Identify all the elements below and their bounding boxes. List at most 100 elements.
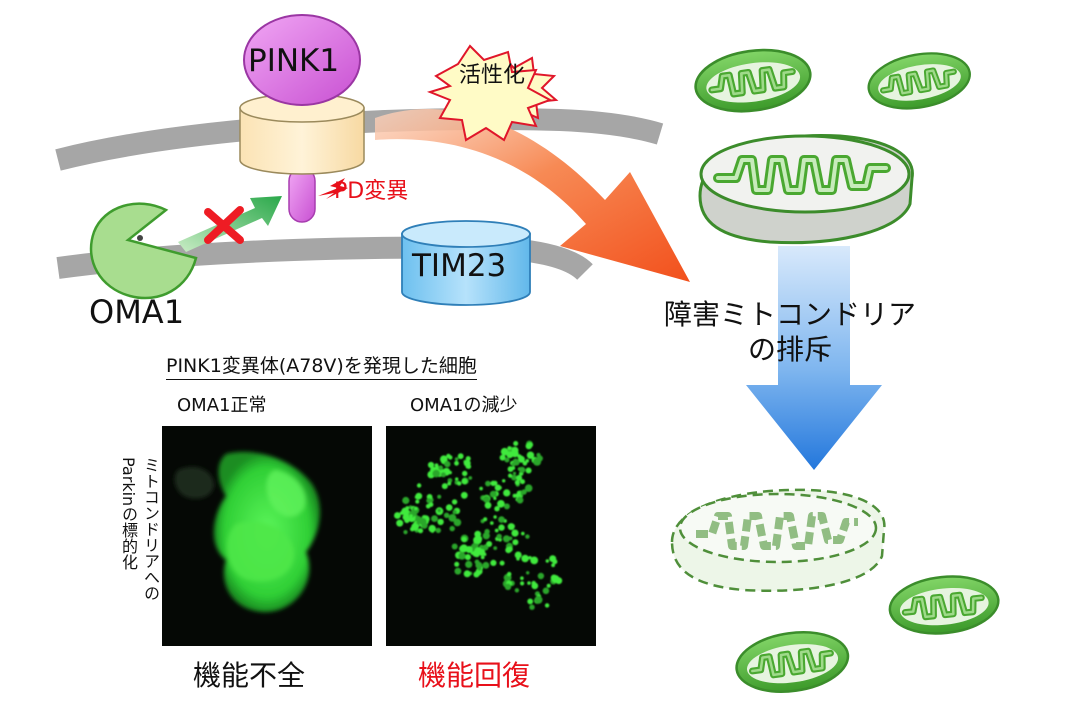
fluorescent-punctum bbox=[508, 536, 513, 541]
mitochondrion-3 bbox=[887, 571, 1001, 638]
fluorescent-punctum bbox=[484, 501, 492, 509]
fluorescent-punctum bbox=[513, 441, 519, 446]
activation-label: 活性化 bbox=[459, 63, 526, 88]
fluorescent-punctum bbox=[437, 508, 442, 513]
fluorescent-punctum bbox=[521, 531, 525, 536]
fluorescent-punctum bbox=[416, 483, 422, 488]
fluorescent-punctum bbox=[396, 519, 404, 527]
fluorescent-punctum bbox=[451, 543, 458, 550]
translocase-cylinder bbox=[239, 107, 365, 175]
fluorescent-punctum bbox=[452, 509, 457, 515]
fluorescent-punctum bbox=[470, 551, 474, 555]
fluorescent-punctum bbox=[542, 587, 550, 595]
fluorescent-punctum bbox=[513, 459, 520, 466]
fluorescent-punctum bbox=[447, 481, 452, 486]
fluorescent-punctum bbox=[434, 463, 439, 468]
fluorescent-punctum bbox=[449, 525, 455, 532]
fluorescent-punctum bbox=[520, 479, 525, 485]
fluorescent-punctum bbox=[524, 484, 533, 493]
fluorescent-punctum bbox=[490, 559, 497, 567]
fluorescent-punctum bbox=[411, 523, 419, 531]
fluorescent-punctum bbox=[441, 483, 448, 490]
fluorescent-punctum bbox=[415, 499, 420, 504]
fluorescent-punctum bbox=[448, 455, 453, 460]
fluorescent-punctum bbox=[525, 459, 530, 463]
fluorescent-punctum bbox=[545, 559, 549, 563]
fluorescent-punctum bbox=[507, 446, 512, 451]
fluorescent-punctum bbox=[421, 522, 428, 529]
fluorescent-punctum bbox=[490, 480, 496, 486]
fluorescent-punctum bbox=[437, 518, 444, 526]
fluorescent-punctum bbox=[493, 546, 498, 550]
fluorescent-punctum bbox=[494, 506, 500, 512]
fluorescent-punctum bbox=[484, 528, 490, 535]
fluorescent-punctum bbox=[494, 484, 502, 491]
fluorescent-punctum bbox=[403, 530, 408, 535]
fluorescent-punctum bbox=[498, 524, 505, 531]
fluorescent-punctum bbox=[525, 534, 530, 539]
fluorescent-punctum bbox=[455, 477, 459, 481]
fluorescent-punctum bbox=[394, 512, 401, 519]
activation-arrow bbox=[375, 108, 690, 282]
fluorescent-punctum bbox=[494, 528, 499, 533]
fluorescent-punctum bbox=[458, 552, 466, 560]
fluorescent-punctum bbox=[498, 516, 505, 523]
fluorescent-punctum bbox=[516, 496, 524, 504]
tim23-cylinder bbox=[401, 233, 531, 306]
fluorescent-punctum bbox=[451, 499, 458, 505]
fluorescent-punctum bbox=[404, 515, 410, 520]
fluorescent-punctum bbox=[502, 535, 511, 543]
fluorescent-punctum bbox=[474, 559, 480, 565]
fluorescent-punctum bbox=[518, 467, 522, 471]
activation-starburst-icon bbox=[426, 44, 553, 142]
fluorescent-punctum bbox=[426, 498, 432, 504]
fluorescent-punctum bbox=[530, 556, 539, 565]
pink1-stalk bbox=[288, 167, 316, 223]
fluorescent-punctum bbox=[551, 563, 555, 568]
y-axis-label: ミトコンドリアへの Parkinの標的化 bbox=[119, 437, 160, 667]
fluorescent-punctum bbox=[521, 554, 529, 563]
fluorescent-punctum bbox=[438, 465, 444, 471]
y-axis-label-line2: Parkinの標的化 bbox=[119, 457, 138, 571]
fluorescent-punctum bbox=[512, 471, 517, 475]
fluorescent-punctum bbox=[480, 555, 485, 560]
fluorescent-punctum bbox=[482, 561, 490, 569]
oma1-label: OMA1 bbox=[89, 293, 185, 331]
fluorescent-punctum bbox=[473, 571, 480, 578]
fluorescent-punctum bbox=[417, 528, 424, 534]
fluorescent-punctum bbox=[503, 489, 511, 497]
fluorescent-punctum bbox=[459, 544, 468, 553]
fluorescent-punctum bbox=[518, 455, 524, 461]
fluorescent-punctum bbox=[460, 491, 468, 499]
tim23-label: TIM23 bbox=[412, 248, 507, 284]
fluorescent-punctum bbox=[454, 567, 462, 575]
fluorescent-punctum bbox=[473, 536, 481, 544]
damaged-mitochondrion bbox=[698, 133, 914, 245]
lightning-bolt-icon bbox=[318, 178, 348, 199]
fluorescent-punctum bbox=[425, 503, 431, 509]
fluorescent-punctum bbox=[500, 447, 509, 456]
fluorescent-punctum bbox=[453, 518, 462, 527]
mitochondrion-4 bbox=[733, 626, 852, 699]
fluorescent-punctum bbox=[505, 547, 512, 554]
oma1-enzyme bbox=[89, 202, 198, 300]
fluorescent-punctum bbox=[432, 469, 441, 478]
fluorescent-punctum bbox=[516, 474, 523, 481]
fluorescent-punctum bbox=[503, 503, 510, 510]
fluorescent-punctum bbox=[533, 457, 542, 466]
fluorescent-punctum bbox=[526, 451, 535, 459]
fluorescent-punctum bbox=[457, 453, 464, 460]
fluorescent-punctum bbox=[508, 473, 513, 478]
fluorescent-punctum bbox=[527, 442, 534, 448]
fluorescent-punctum bbox=[507, 571, 512, 577]
pd-mutation-label: PD変異 bbox=[334, 179, 409, 204]
fluorescent-punctum bbox=[465, 560, 473, 569]
fluorescent-punctum bbox=[483, 495, 490, 503]
fluorescent-punctum bbox=[502, 479, 506, 483]
fluorescent-punctum bbox=[537, 572, 545, 580]
fluorescent-punctum bbox=[461, 536, 467, 543]
fluorescent-punctum bbox=[511, 466, 516, 470]
fluorescent-punctum bbox=[445, 504, 453, 511]
